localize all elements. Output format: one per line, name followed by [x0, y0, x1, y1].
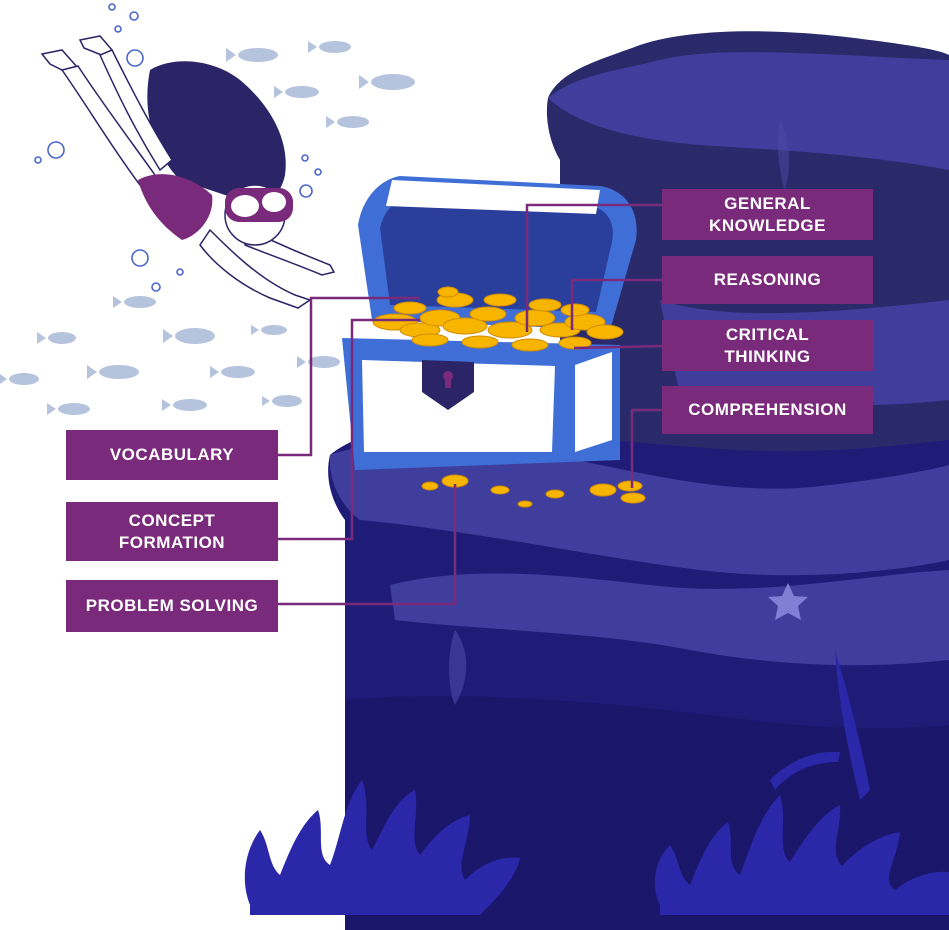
treasure-chest-icon: [342, 176, 637, 470]
connector-reasoning: [570, 278, 662, 330]
fish-icon: [226, 48, 278, 62]
label-problem-solving: PROBLEM SOLVING: [66, 580, 278, 632]
fish-icon: [308, 41, 351, 53]
fish-icon: [274, 86, 319, 98]
fish-icon: [0, 373, 39, 385]
bubble-icon: [114, 25, 122, 33]
bubble-icon: [131, 249, 149, 267]
connector-concept-formation: [278, 318, 420, 541]
label-vocabulary: VOCABULARY: [66, 430, 278, 480]
connector-general-knowledge: [525, 203, 662, 332]
bubble-icon: [34, 156, 42, 164]
bubble-icon: [47, 141, 65, 159]
coin-icon: [545, 489, 565, 499]
bubble-icon: [299, 184, 313, 198]
label-general-knowledge: GENERAL KNOWLEDGE: [662, 189, 873, 240]
label-critical-thinking: CRITICAL THINKING: [662, 320, 873, 371]
rock-formation: [328, 31, 949, 930]
coin-icon: [589, 483, 617, 497]
connector-vocabulary: [278, 296, 420, 457]
fish-icon: [326, 116, 369, 128]
fish-icon: [297, 356, 340, 368]
coin-icon: [620, 492, 646, 504]
bubbles: [34, 3, 322, 292]
fish-icon: [359, 74, 415, 90]
fish-icon: [251, 325, 287, 335]
connector-critical-thinking: [573, 344, 663, 350]
fish-icon: [162, 399, 207, 411]
coin-pile: [372, 286, 646, 508]
label-comprehension: COMPREHENSION: [662, 386, 873, 434]
fish-icon: [210, 366, 255, 378]
diver-icon: [40, 35, 336, 309]
bubble-icon: [129, 11, 139, 21]
connectors: [278, 203, 663, 606]
connector-problem-solving: [278, 484, 457, 606]
coin-icon: [490, 485, 510, 495]
bubble-icon: [126, 49, 144, 67]
fish-icon: [47, 403, 90, 415]
bubble-icon: [301, 154, 309, 162]
connector-comprehension: [630, 408, 662, 488]
coin-icon: [421, 481, 439, 491]
bubble-icon: [314, 168, 322, 176]
fish-icon: [113, 296, 156, 308]
bubble-icon: [176, 268, 184, 276]
label-reasoning: REASONING: [662, 256, 873, 304]
coin-icon: [617, 480, 643, 492]
fish-icon: [87, 365, 139, 379]
fish-icon: [37, 332, 76, 344]
coral-icon: [244, 650, 949, 915]
bubble-icon: [151, 282, 161, 292]
bubble-icon: [108, 3, 116, 11]
fish-icon: [163, 328, 215, 344]
starfish-icon: [768, 583, 808, 620]
coin-icon: [517, 500, 533, 508]
label-concept-formation: CONCEPT FORMATION: [66, 502, 278, 561]
fish-icon: [262, 395, 302, 407]
